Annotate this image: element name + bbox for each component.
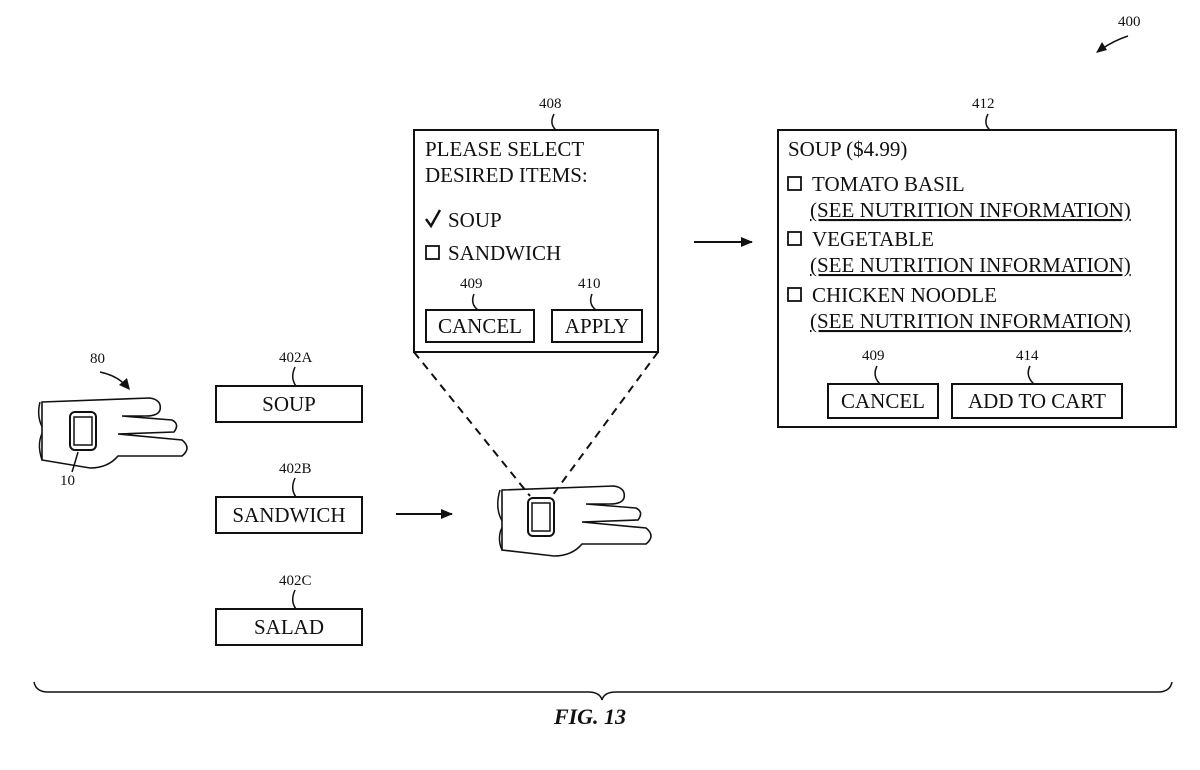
ref-402C: 402C [279,573,312,589]
ref-408: 408 [539,96,562,112]
ref-400: 400 [1118,14,1141,30]
checkmark-icon[interactable] [425,209,442,229]
popup-select-title-line2: DESIRED ITEMS: [425,163,588,187]
ref-409-a: 409 [460,276,483,292]
ref-409-b-leader [874,365,881,385]
zoom-line-right [551,351,659,497]
menu-button-salad[interactable] [215,608,363,646]
ref-410-leader [589,293,597,311]
checkbox-vegetable[interactable] [787,231,802,246]
ref-402B-leader [292,477,297,498]
apply-button-label: APPLY [565,314,629,338]
ref-402A: 402A [279,350,313,366]
option-tomato-basil-label: TOMATO BASIL [812,172,965,196]
nutrition-link-tomato-basil[interactable]: (SEE NUTRITION INFORMATION) [810,198,1131,222]
zoom-line-left [413,351,531,497]
cancel-button-select-label: CANCEL [438,314,522,338]
cancel-button-soup-label: CANCEL [841,389,925,413]
apply-button[interactable] [551,309,643,343]
ref-402C-leader [292,589,297,610]
ref-409-a-leader [471,293,479,311]
ref-80-arrowhead [119,378,130,390]
ref-10: 10 [60,473,75,489]
ref-402B: 402B [279,461,312,477]
checkbox-sandwich[interactable] [425,245,440,260]
menu-button-soup-label: SOUP [262,392,316,416]
add-to-cart-button[interactable] [951,383,1123,419]
menu-button-sandwich[interactable] [215,496,363,534]
menu-button-salad-label: SALAD [254,615,324,639]
hand-with-watch-center [497,485,652,557]
menu-button-soup[interactable] [215,385,363,423]
ref-410: 410 [578,276,601,292]
ref-412: 412 [972,96,995,112]
popup-select-title-line1: PLEASE SELECT [425,137,584,161]
ref-412-leader [985,113,991,131]
add-to-cart-button-label: ADD TO CART [968,389,1106,413]
option-chicken-noodle-label: CHICKEN NOODLE [812,283,997,307]
menu-button-sandwich-label: SANDWICH [232,503,345,527]
figure-brace [33,681,1173,701]
checkbox-chicken-noodle[interactable] [787,287,802,302]
ref-414-leader [1027,365,1035,385]
ref-408-leader [551,113,557,131]
hand-with-watch-left [37,397,188,469]
cancel-button-soup[interactable] [827,383,939,419]
nutrition-link-vegetable[interactable]: (SEE NUTRITION INFORMATION) [810,253,1131,277]
ref-402A-leader [292,366,297,387]
option-sandwich-label: SANDWICH [448,241,561,265]
ref-409-b: 409 [862,348,885,364]
option-soup-label: SOUP [448,208,502,232]
ref-400-arrowhead [1096,42,1107,53]
popup-soup-options [777,129,1177,428]
option-vegetable-label: VEGETABLE [812,227,934,251]
ref-80: 80 [90,351,105,367]
cancel-button-select[interactable] [425,309,535,343]
checkbox-tomato-basil[interactable] [787,176,802,191]
popup-soup-title: SOUP ($4.99) [788,137,907,161]
nutrition-link-chicken-noodle[interactable]: (SEE NUTRITION INFORMATION) [810,309,1131,333]
ref-414: 414 [1016,348,1039,364]
ref-10-leader [71,451,79,473]
figure-caption: FIG. 13 [553,704,626,729]
